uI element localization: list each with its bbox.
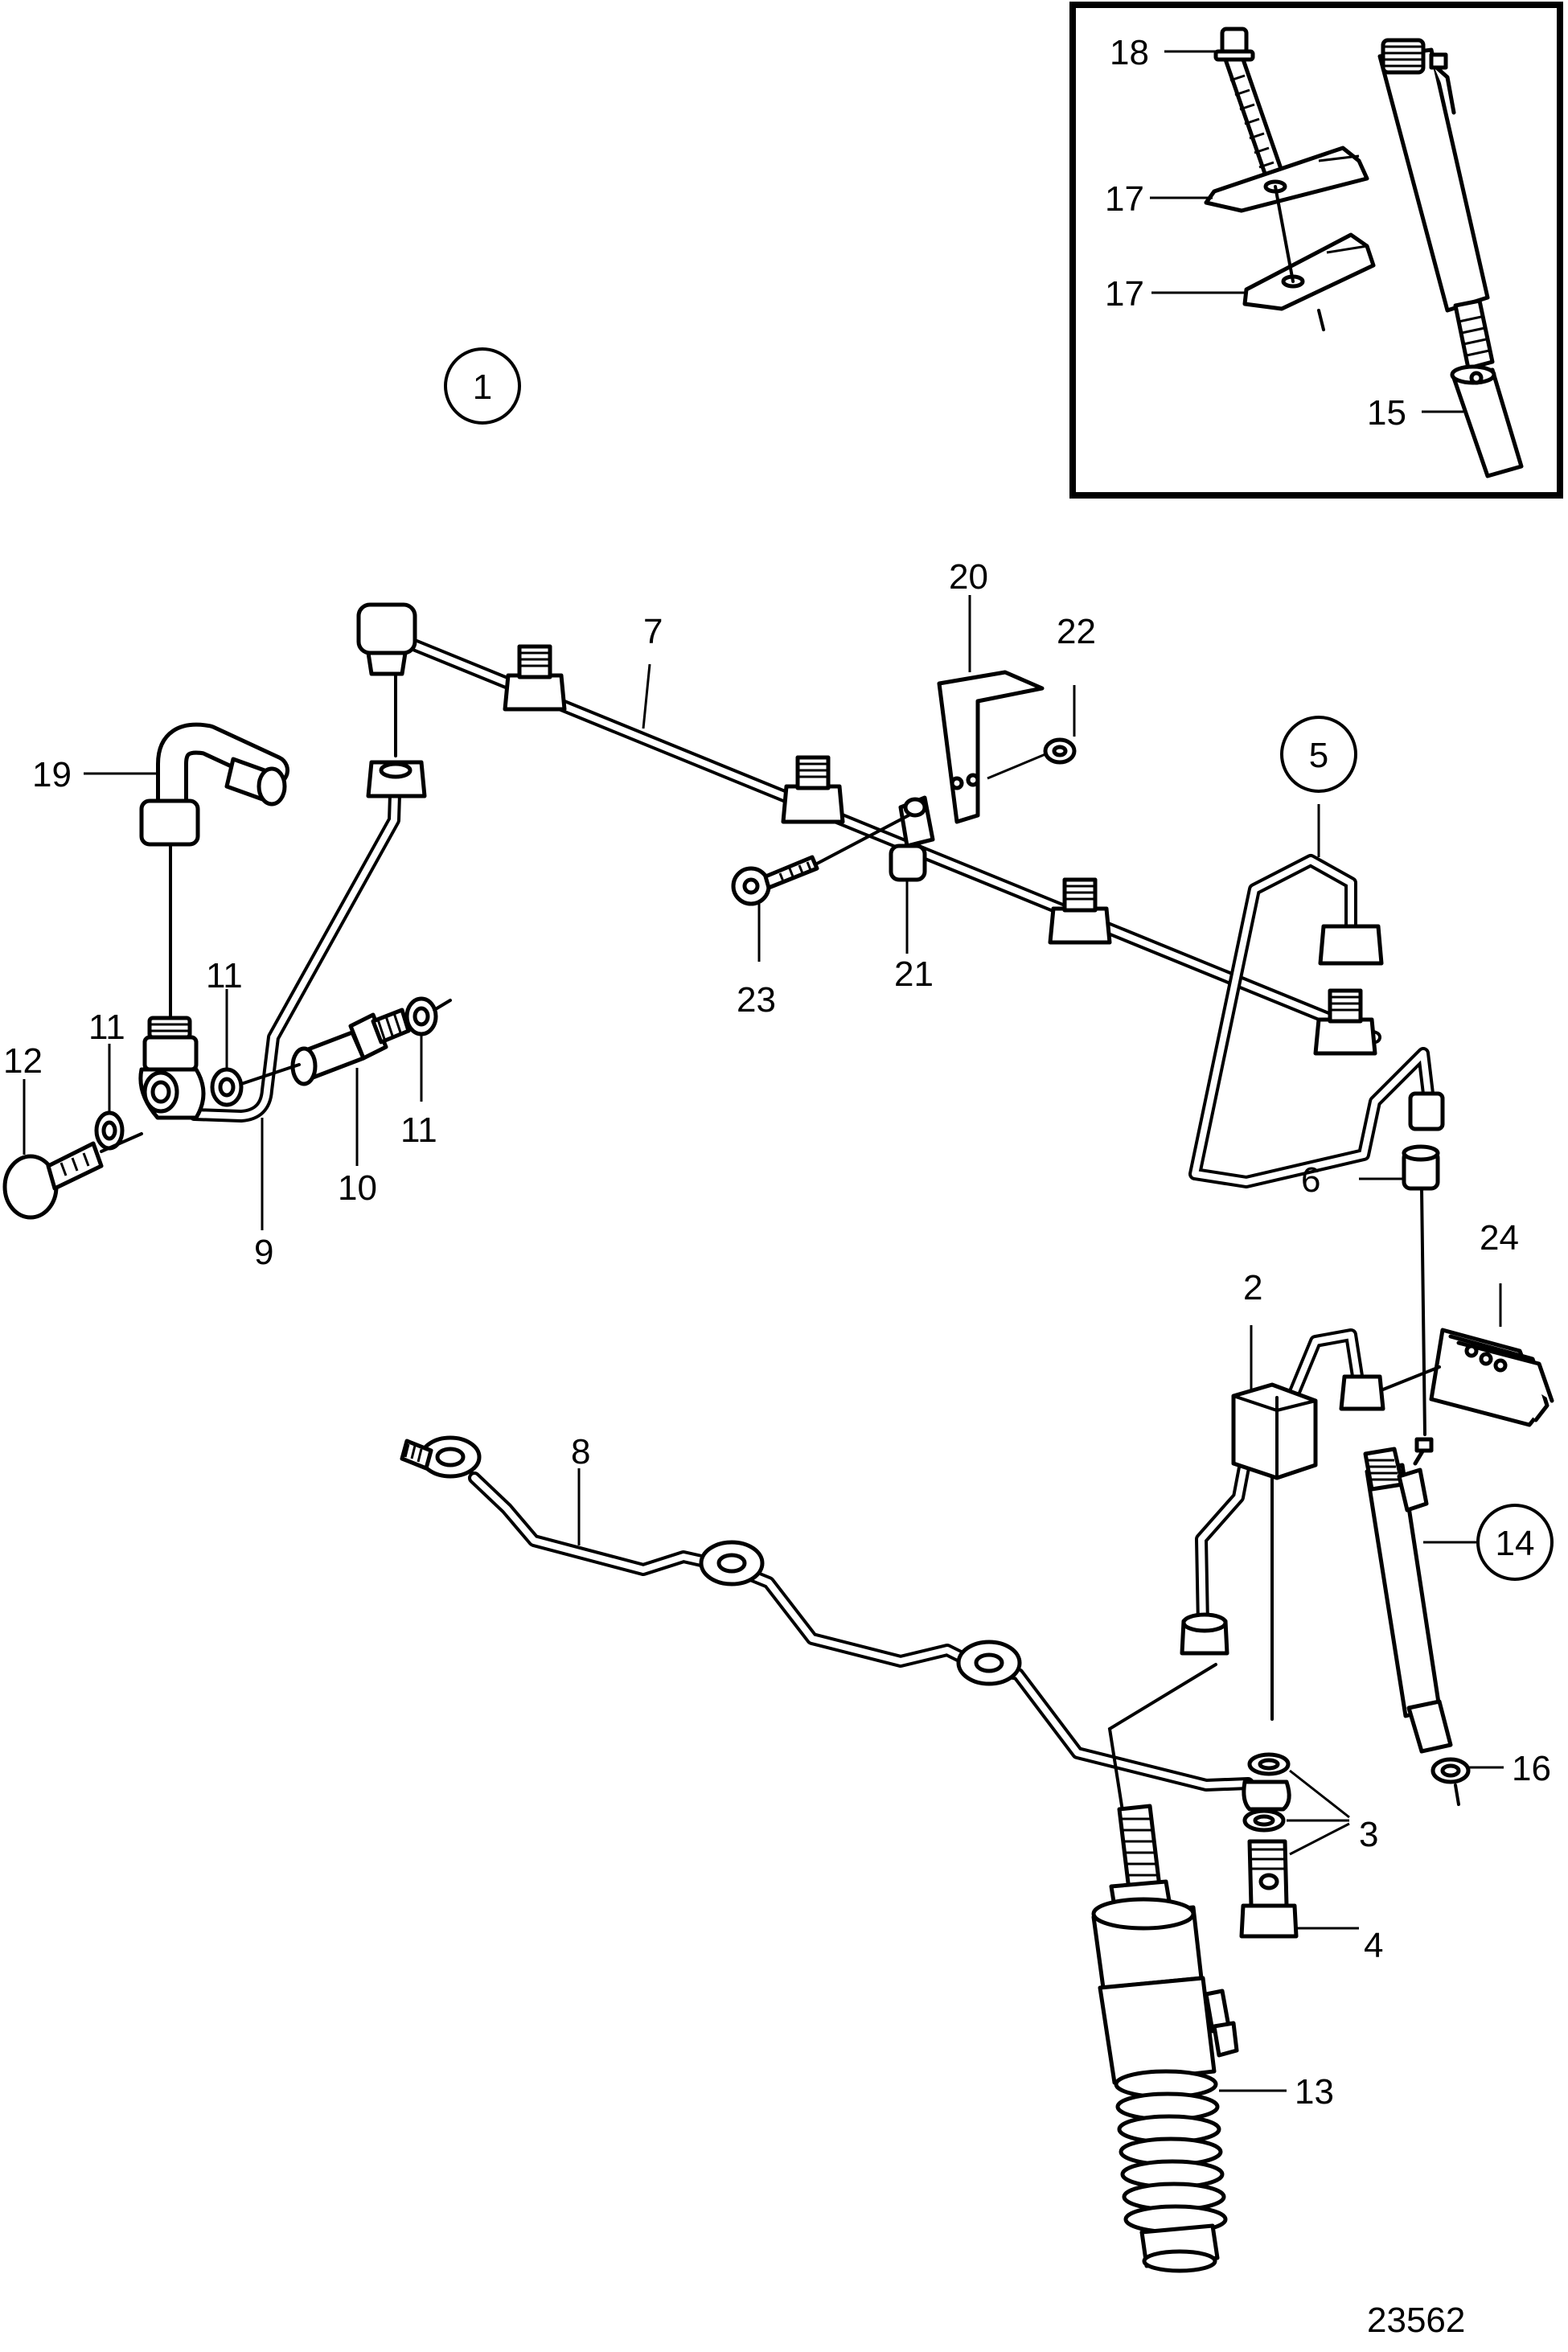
part-2-block: [1107, 1325, 1385, 1812]
label-17-lower: 17: [1105, 274, 1144, 314]
label-20: 20: [949, 557, 988, 597]
part-20-bracket: [937, 595, 1045, 824]
label-10: 10: [338, 1168, 377, 1208]
label-16: 16: [1512, 1749, 1551, 1788]
pump-spring: [1114, 2069, 1228, 2235]
part-4-banjo-bolt: [1239, 1839, 1359, 1939]
part-11-washer-left: [94, 1044, 125, 1151]
circled-label-5: 5: [1309, 736, 1328, 775]
circle-callout-5: [1280, 716, 1357, 793]
part-19-elbow: [84, 722, 289, 1020]
part-17-clamp-lower: [1242, 185, 1376, 331]
part-22-nut: [987, 685, 1077, 780]
part-3-washers: [1242, 1752, 1350, 1856]
label-8: 8: [571, 1432, 590, 1472]
part-12-banjo-bolt: [2, 1079, 143, 1220]
label-9: 9: [254, 1233, 273, 1272]
label-21: 21: [894, 954, 934, 994]
circle-callout-1: [444, 347, 521, 425]
circled-label-14: 14: [1496, 1524, 1535, 1563]
label-11-right: 11: [400, 1110, 437, 1150]
detail-inset: [1069, 2, 1563, 499]
part-24-shim: [1381, 1283, 1554, 1427]
part-21-clamp: [889, 795, 935, 954]
part-13-unit-pump: [1091, 1804, 1287, 2273]
label-12: 12: [3, 1041, 43, 1081]
part-7-fuel-rail: [356, 602, 1381, 1056]
label-19: 19: [32, 755, 72, 794]
part-14-injector: [1363, 1437, 1476, 1754]
circle-callout-14: [1476, 1504, 1554, 1581]
callout-labels: 1 5 14 18 17 17 15 20 7 22 19 11 11 11 1…: [3, 33, 1551, 2340]
part-18-screw: [1213, 27, 1289, 192]
drawing-number: 23562: [1367, 2301, 1465, 2340]
part-17-clamp-upper: [1204, 146, 1369, 213]
part-6-sleeve: [1359, 1144, 1440, 1436]
banjo-fitting: [138, 1016, 206, 1120]
part-11-washer-mid: [210, 989, 244, 1107]
label-13: 13: [1295, 2072, 1334, 2112]
part-8-pipe: [400, 1435, 1254, 1792]
label-15: 15: [1367, 393, 1406, 433]
inset-frame: [1069, 2, 1563, 499]
part-11-washer-right: [404, 996, 452, 1102]
label-23: 23: [737, 980, 776, 1020]
part-10-connector: [240, 1008, 411, 1166]
part-9-pipe: [188, 672, 427, 1230]
part-23-bolt: [731, 814, 910, 962]
label-11-left: 11: [88, 1008, 125, 1047]
label-4: 4: [1364, 1926, 1383, 1965]
circled-label-1: 1: [473, 367, 492, 407]
part-5-pipe-loop: [1188, 804, 1445, 1188]
part-15-sleeve: [1450, 364, 1524, 478]
part-16-washer: [1430, 1757, 1504, 1806]
label-11-mid: 11: [206, 956, 243, 995]
label-22: 22: [1057, 612, 1096, 651]
label-3: 3: [1359, 1815, 1378, 1854]
label-2: 2: [1243, 1268, 1262, 1307]
label-7: 7: [643, 612, 663, 651]
label-24: 24: [1480, 1218, 1519, 1258]
label-18: 18: [1110, 33, 1149, 72]
label-6: 6: [1301, 1160, 1320, 1200]
inset-injector: [1377, 38, 1495, 371]
label-17-upper: 17: [1105, 179, 1144, 219]
